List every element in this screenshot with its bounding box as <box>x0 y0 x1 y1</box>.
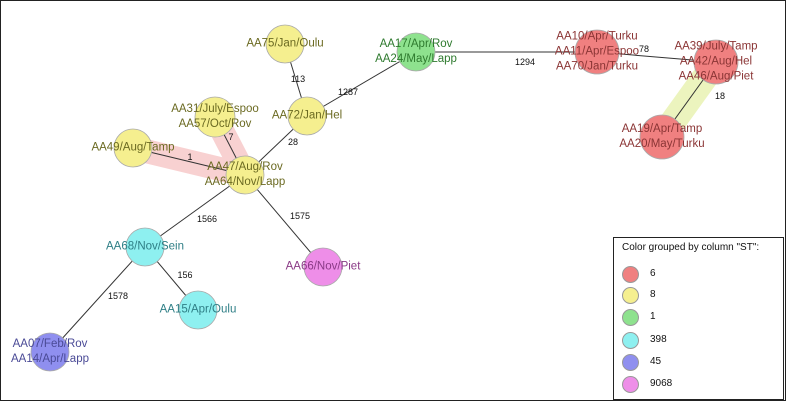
node-circle <box>225 155 265 195</box>
node-label-line: AA15/Apr/Oulu <box>159 303 237 316</box>
node-label-line: AA64/Nov/Lapp <box>204 176 286 188</box>
legend-swatch <box>622 354 639 371</box>
node-label-line: AA46/Aug/Piet <box>678 70 754 83</box>
node-label: AA68/Nov/Sein <box>106 240 184 255</box>
node-label-line: AA72/Jan/Hel <box>271 109 343 122</box>
node-label: AA49/Aug/Tamp <box>91 141 174 156</box>
edge-line <box>306 51 417 117</box>
legend-label: 398 <box>650 334 667 345</box>
node-circle <box>125 227 165 267</box>
node-label-line: AA70/Jan/Turku <box>555 60 639 73</box>
node-circle <box>396 32 436 72</box>
legend-swatch <box>622 332 639 349</box>
edge-label: 1 <box>187 152 193 162</box>
node-label-line: AA20/May/Turku <box>619 138 705 150</box>
node-label-line: AA66/Nov/Piet <box>285 260 361 273</box>
node-label-line: AA11/Apr/Espoo <box>554 45 640 58</box>
legend-swatch <box>622 309 639 326</box>
edge-line <box>144 174 246 248</box>
node-circle <box>639 114 685 160</box>
node-label: AA66/Nov/Piet <box>286 260 361 275</box>
edge-label: 1566 <box>196 214 218 224</box>
edge-label: 28 <box>287 137 299 147</box>
node-circle <box>287 96 327 136</box>
node-circle <box>178 290 218 330</box>
node-label-line: AA39/July/Tamp <box>674 40 758 53</box>
legend-label: 6 <box>650 268 656 279</box>
node-label-line: AA47/Aug/Rov <box>207 161 283 173</box>
node-label-line: AA57/Oct/Rov <box>178 118 252 130</box>
node-circle <box>693 39 739 85</box>
legend-swatch <box>622 266 639 283</box>
legend-swatch <box>622 287 639 304</box>
node-label: AA72/Jan/Hel <box>272 109 342 124</box>
node-label: AA75/Jan/Oulu <box>246 37 323 52</box>
legend-label: 45 <box>650 356 662 367</box>
node-label-line: AA75/Jan/Oulu <box>246 37 324 50</box>
legend: Color grouped by column "ST": 6 8 1 398 … <box>613 237 784 400</box>
node-label-line: AA42/Aug/Hel <box>679 55 753 68</box>
legend-label: 1 <box>650 311 656 322</box>
node-label-line: AA14/Apr/Lapp <box>10 353 90 365</box>
node-label-line: AA19/Apr/Tamp <box>621 123 703 135</box>
edge-label: 78 <box>638 44 650 54</box>
legend-swatch <box>622 376 639 393</box>
node-label-line: AA31/July/Espoo <box>171 103 259 115</box>
edge-label: 113 <box>290 74 306 84</box>
node-label-line: AA07/Feb/Rov <box>12 338 88 350</box>
edge-label: 1287 <box>337 87 359 97</box>
legend-label: 8 <box>650 289 656 300</box>
edge-label: 1575 <box>289 211 311 221</box>
edge-label: 1294 <box>514 57 536 67</box>
node-circle <box>574 29 620 75</box>
node-label-line: AA24/May/Lapp <box>375 53 457 65</box>
node-label-line: AA49/Aug/Tamp <box>91 141 175 154</box>
node-label-line: AA17/Apr/Rov <box>379 38 453 50</box>
node-circle <box>113 128 153 168</box>
node-label-line: AA10/Apr/Turku <box>556 30 638 43</box>
node-circle <box>194 96 236 138</box>
node-label-line: AA68/Nov/Sein <box>106 240 184 253</box>
edge-label: 156 <box>177 270 193 280</box>
node-label: AA15/Apr/Oulu <box>160 303 237 318</box>
node-circle <box>265 24 305 64</box>
node-circle <box>303 247 343 287</box>
edge-line <box>244 174 324 268</box>
node-circle <box>30 332 70 372</box>
legend-title: Color grouped by column "ST": <box>622 242 760 253</box>
legend-label: 9068 <box>650 378 673 389</box>
edge-label: 18 <box>714 91 726 101</box>
edge-line <box>49 246 146 353</box>
edge-label: 7 <box>228 132 234 142</box>
edge-label: 1578 <box>107 291 129 301</box>
